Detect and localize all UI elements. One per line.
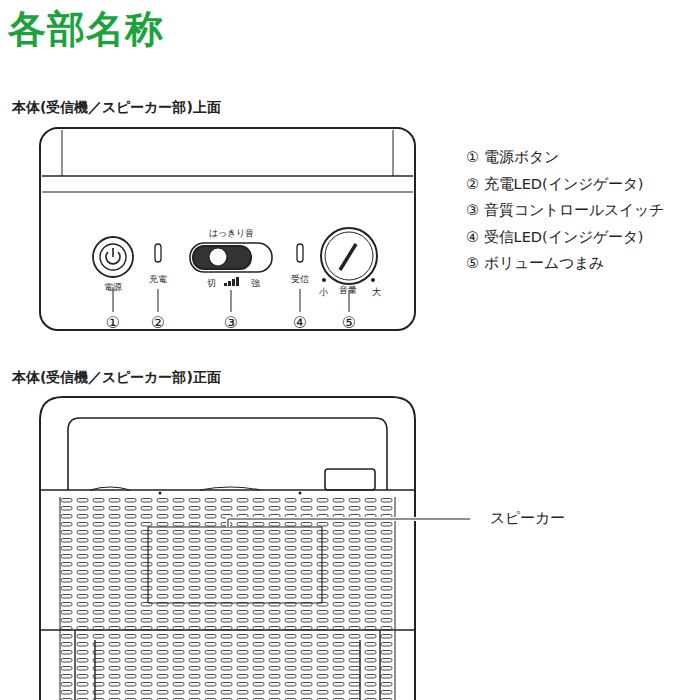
part-list-item: ② 充電LED(インジゲータ) (466, 176, 643, 193)
page-title: 各部名称 (8, 4, 164, 55)
callout-number: ① (106, 314, 120, 332)
part-label: 充電 (149, 274, 167, 284)
callout-number: ③ (224, 314, 238, 332)
part-list-item: ⑤ ボリュームつまみ (466, 255, 604, 272)
part-label: 音量 (339, 285, 357, 295)
section-heading: 本体(受信機／スピーカー部)上面 (12, 99, 221, 115)
part-label: 受信 (291, 274, 309, 284)
part-list-item: ④ 受信LED(インジゲータ) (466, 229, 643, 246)
part-list-item: ① 電源ボタン (466, 149, 559, 166)
part-list-item: ③ 音質コントロールスイッチ (466, 202, 664, 219)
section-heading: 本体(受信機／スピーカー部)正面 (12, 369, 221, 385)
part-label: 電源 (104, 282, 122, 292)
callout-number: ④ (293, 314, 307, 332)
part-label: 強 (251, 278, 260, 288)
part-label: スピーカー (490, 510, 565, 527)
callout-number: ⑤ (342, 314, 356, 332)
part-label: はっきり音 (209, 228, 254, 238)
part-label: 切 (207, 278, 216, 288)
part-label: 大 (372, 287, 381, 297)
part-label: 小 (319, 287, 328, 297)
callout-number: ② (151, 314, 165, 332)
